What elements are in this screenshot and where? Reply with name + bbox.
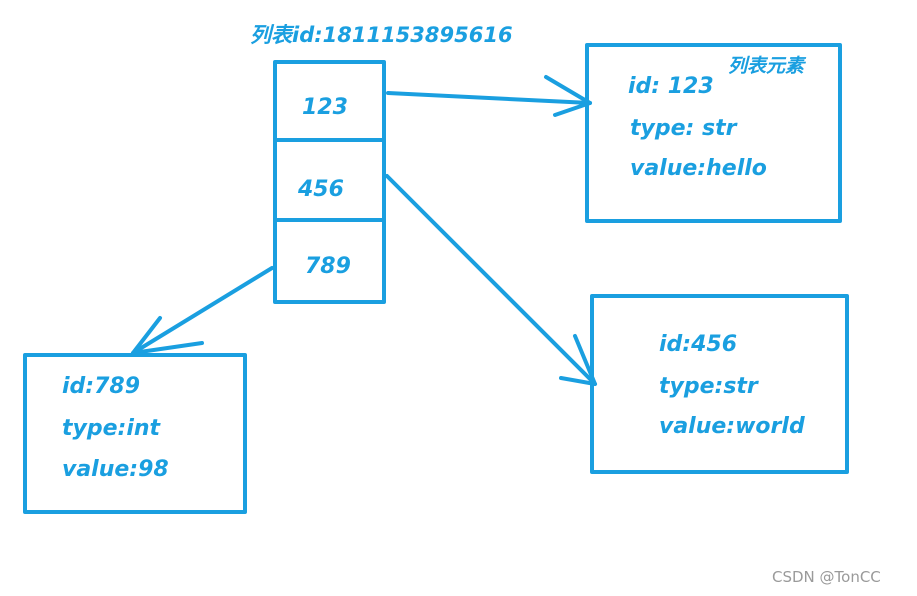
list-cell-3-label: 789 (305, 254, 351, 279)
element-hello-value: value:hello (630, 156, 767, 181)
arrow-789-to-98 (131, 266, 274, 355)
watermark: CSDN @TonCC (772, 568, 881, 586)
list-title: 列表id:1811153895616 (250, 23, 513, 47)
arrow-456-to-world (385, 174, 597, 386)
element-world-value: value:world (659, 414, 805, 439)
element-box-98 (23, 353, 247, 514)
list-cell-3-box (273, 218, 386, 304)
element-note-label: 列表元素 (728, 55, 805, 77)
element-hello-type: type: str (630, 116, 737, 141)
element-world-id: id:456 (659, 332, 738, 357)
element-98-value: value:98 (62, 457, 169, 482)
element-98-type: type:int (62, 416, 161, 441)
element-hello-id: id: 123 (628, 74, 714, 99)
element-box-hello (585, 43, 842, 223)
element-98-id: id:789 (62, 374, 141, 399)
arrow-123-to-hello (386, 75, 592, 117)
element-world-type: type:str (659, 374, 758, 399)
list-cell-1-label: 123 (302, 95, 348, 120)
list-cell-2-label: 456 (298, 177, 344, 202)
